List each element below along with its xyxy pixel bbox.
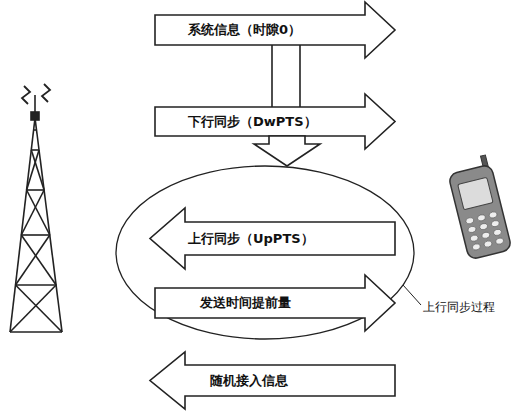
arrow-label: 上行同步（UpPTS）	[185, 222, 395, 255]
arrow-label: 发送时间提前量	[155, 288, 365, 318]
arrow-label: 系统信息（时隙0）	[155, 15, 365, 45]
block-arrow: 下行同步（DwPTS）	[155, 107, 365, 136]
hollow-connector	[254, 136, 320, 166]
process-ellipse: 上行同步过程上行同步（UpPTS）发送时间提前量	[115, 165, 415, 340]
block-arrow: 随机接入信息	[185, 365, 395, 396]
base-station-tower	[10, 84, 62, 332]
arrow-label: 随机接入信息	[185, 365, 395, 396]
block-arrow: 系统信息（时隙0）	[155, 15, 365, 45]
block-arrow: 上行同步（UpPTS）	[185, 222, 395, 255]
arrow-label: 下行同步（DwPTS）	[155, 107, 365, 136]
group-label: 上行同步过程	[423, 299, 495, 316]
leader-line	[403, 285, 421, 305]
block-arrow: 发送时间提前量	[155, 288, 365, 318]
hollow-connector	[272, 45, 300, 107]
mobile-phone	[446, 154, 512, 260]
